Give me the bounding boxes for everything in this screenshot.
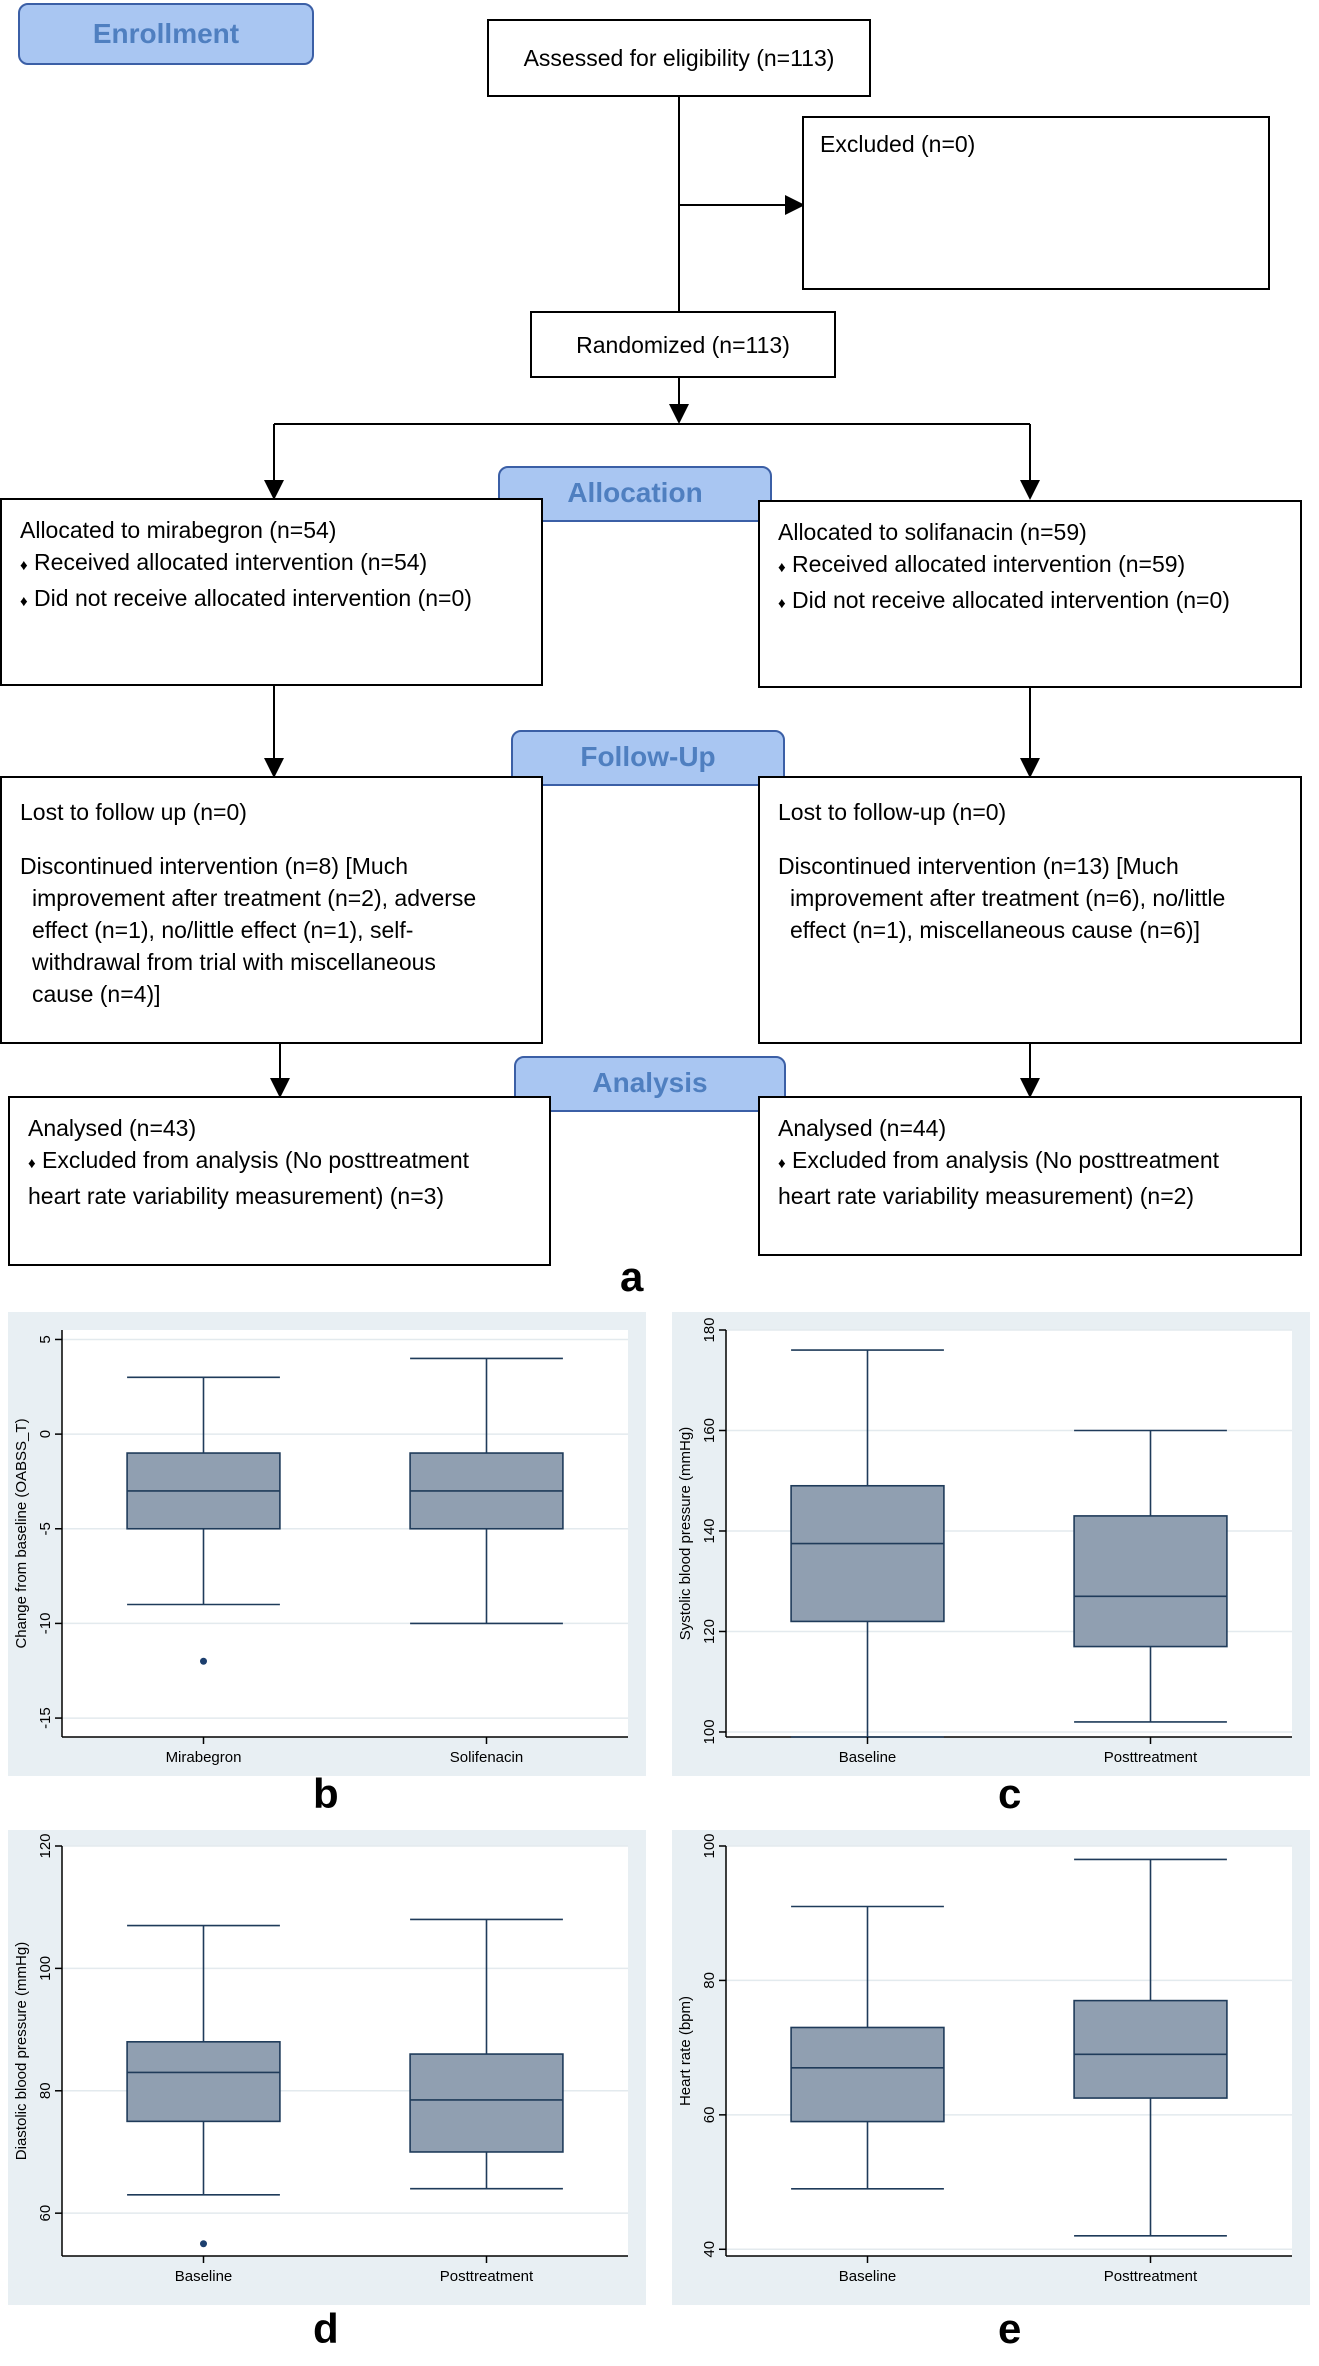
y-tick-label: 5: [37, 1335, 54, 1343]
iqr-box: [409, 2053, 564, 2153]
alloc-not-received: Did not receive allocated intervention (…: [34, 585, 472, 611]
y-tick-label: 120: [37, 1833, 54, 1858]
panel-label-d: d: [313, 2305, 339, 2352]
iqr-box: [1073, 1999, 1228, 2099]
discontinued-line: withdrawal from trial with miscellaneous: [32, 949, 436, 975]
excluded-analysis: Excluded from analysis (No posttreatment: [42, 1147, 470, 1173]
analysis-box-solifanacin: Analysed (n=44) ♦ Excluded from analysis…: [758, 1096, 1302, 1256]
bullet-icon: ♦: [28, 1155, 36, 1172]
panel-label-e: e: [998, 2305, 1022, 2352]
y-tick-label: 80: [37, 2082, 54, 2099]
panel-label-b: b: [313, 1770, 339, 1817]
analysed-text: Analysed (n=44): [778, 1115, 947, 1141]
y-tick-label: 80: [701, 1972, 718, 1989]
lost-followup: Lost to follow-up (n=0): [778, 799, 1007, 825]
panel-label-a: a: [620, 1253, 644, 1300]
discontinued-line: effect (n=1), miscellaneous cause (n=6)]: [790, 917, 1200, 943]
excluded-analysis: Excluded from analysis (No posttreatment: [792, 1147, 1220, 1173]
discontinued-line: Discontinued intervention (n=8) [Much: [20, 853, 409, 879]
alloc-received: Received allocated intervention (n=54): [34, 549, 428, 575]
x-tick-label: Baseline: [839, 1749, 897, 1766]
randomized-box: Randomized (n=113): [530, 311, 836, 378]
y-tick-label: 160: [701, 1418, 718, 1443]
bullet-icon: ♦: [20, 557, 28, 574]
alloc-title: Allocated to mirabegron (n=54): [20, 517, 337, 543]
discontinued-line: cause (n=4)]: [32, 981, 161, 1007]
y-tick-label: 40: [701, 2241, 718, 2258]
discontinued-line: effect (n=1), no/little effect (n=1), se…: [32, 917, 414, 943]
allocation-box-mirabegron: Allocated to mirabegron (n=54) ♦ Receive…: [0, 498, 543, 686]
y-tick-label: 0: [37, 1430, 54, 1438]
y-tick-label: -10: [37, 1613, 54, 1635]
x-tick-label: Mirabegron: [166, 1749, 242, 1766]
y-axis-label: Diastolic blood pressure (mmHg): [13, 1942, 30, 2160]
plot-area-b: [62, 1330, 628, 1737]
bullet-icon: ♦: [20, 593, 28, 610]
y-axis-label: Heart rate (bpm): [677, 1996, 694, 2106]
x-tick-label: Baseline: [839, 2268, 897, 2285]
assessed-box: Assessed for eligibility (n=113): [487, 19, 871, 97]
allocation-box-solifanacin: Allocated to solifanacin (n=59) ♦ Receiv…: [758, 500, 1302, 688]
x-tick-label: Solifenacin: [450, 1749, 523, 1766]
iqr-box: [126, 2041, 281, 2123]
panel-label-c: c: [998, 1770, 1022, 1817]
alloc-received: Received allocated intervention (n=59): [792, 551, 1186, 577]
outlier-point: [200, 1657, 207, 1665]
alloc-title: Allocated to solifanacin (n=59): [778, 519, 1087, 545]
bullet-icon: ♦: [778, 595, 786, 612]
flow-connectors: [264, 96, 1040, 1098]
x-tick-label: Baseline: [175, 2268, 233, 2285]
excluded-analysis-cont: heart rate variability measurement) (n=3…: [28, 1183, 445, 1209]
x-tick-label: Posttreatment: [1104, 2268, 1198, 2285]
x-tick-label: Posttreatment: [440, 2268, 534, 2285]
x-tick-label: Posttreatment: [1104, 1749, 1198, 1766]
excluded-analysis-cont: heart rate variability measurement) (n=2…: [778, 1183, 1195, 1209]
stage-follow-up: Follow-Up: [511, 730, 785, 786]
stage-analysis: Analysis: [514, 1056, 786, 1112]
excluded-box: Excluded (n=0): [802, 116, 1270, 290]
discontinued-line: Discontinued intervention (n=13) [Much: [778, 853, 1179, 879]
outlier-point: [200, 2240, 207, 2248]
iqr-box: [1073, 1515, 1228, 1648]
lost-followup: Lost to follow up (n=0): [20, 799, 247, 825]
assessed-text: Assessed for eligibility (n=113): [523, 45, 835, 71]
y-axis-label: Systolic blood pressure (mmHg): [677, 1427, 694, 1640]
y-tick-label: 100: [37, 1956, 54, 1981]
bullet-icon: ♦: [778, 1155, 786, 1172]
y-tick-label: 60: [701, 2107, 718, 2124]
followup-box-solifanacin: Lost to follow-up (n=0) Discontinued int…: [758, 776, 1302, 1044]
analysis-box-mirabegron: Analysed (n=43) ♦ Excluded from analysis…: [8, 1096, 551, 1266]
y-tick-label: -15: [37, 1707, 54, 1729]
randomized-text: Randomized (n=113): [576, 332, 790, 358]
y-tick-label: -5: [37, 1522, 54, 1535]
alloc-not-received: Did not receive allocated intervention (…: [792, 587, 1230, 613]
excluded-text: Excluded (n=0): [820, 131, 976, 157]
y-tick-label: 180: [701, 1317, 718, 1342]
stage-allocation: Allocation: [498, 466, 772, 522]
stage-enrollment: Enrollment: [18, 3, 314, 65]
bullet-icon: ♦: [778, 559, 786, 576]
y-tick-label: 100: [701, 1719, 718, 1744]
iqr-box: [790, 2026, 945, 2123]
discontinued-line: improvement after treatment (n=2), adver…: [32, 885, 477, 911]
y-tick-label: 100: [701, 1833, 718, 1858]
followup-box-mirabegron: Lost to follow up (n=0) Discontinued int…: [0, 776, 543, 1044]
y-tick-label: 60: [37, 2205, 54, 2222]
y-tick-label: 140: [701, 1518, 718, 1543]
iqr-box: [790, 1484, 945, 1623]
analysed-text: Analysed (n=43): [28, 1115, 197, 1141]
y-axis-label: Change from baseline (OABSS_T): [13, 1418, 30, 1648]
y-tick-label: 120: [701, 1619, 718, 1644]
discontinued-line: improvement after treatment (n=6), no/li…: [790, 885, 1226, 911]
